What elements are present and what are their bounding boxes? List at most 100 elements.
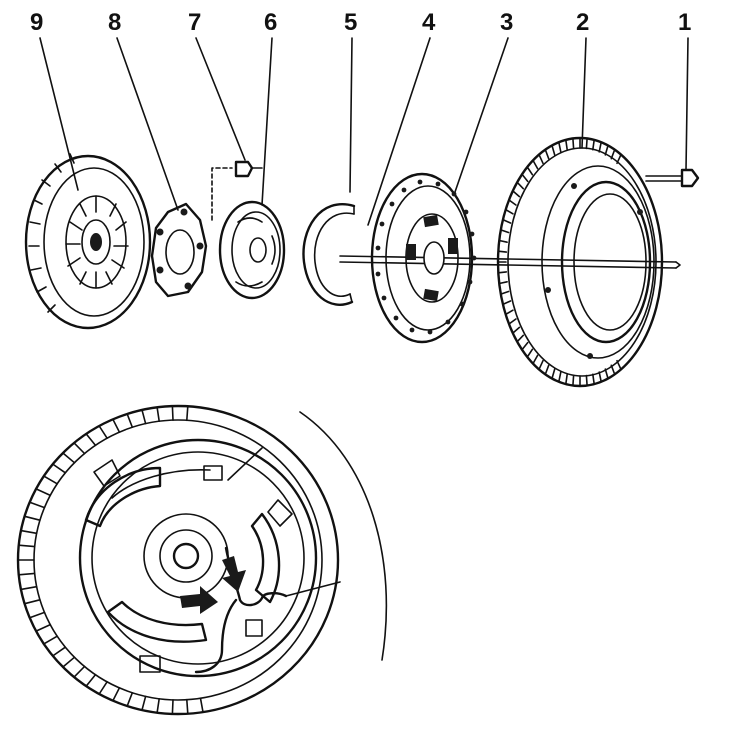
detail-rib: [112, 418, 121, 433]
snap-ring: [302, 203, 356, 306]
leader-9: [39, 37, 79, 191]
detail-rib: [85, 673, 97, 687]
flywheel-tooth: [604, 144, 609, 156]
flywheel-tooth: [564, 139, 569, 151]
detail-rib: [51, 646, 67, 657]
leader-3: [454, 37, 509, 193]
detail-rib: [23, 515, 41, 522]
leader-7: [195, 37, 246, 161]
label-7: 7: [188, 9, 201, 36]
flywheel-tooth: [498, 280, 508, 285]
bolt-1: [645, 168, 700, 188]
leader-4: [367, 37, 431, 226]
flywheel-tooth: [610, 364, 616, 376]
detail-rib: [42, 635, 59, 645]
detail-rib: [156, 697, 160, 714]
flywheel-tooth: [504, 309, 514, 316]
flywheel-tooth: [502, 300, 512, 306]
detail-rib: [85, 433, 97, 447]
label-2: 2: [576, 9, 589, 36]
flywheel-tooth: [598, 371, 603, 383]
detail-rib: [28, 501, 46, 509]
pressure-plate: [24, 153, 152, 330]
flywheel-tooth: [572, 374, 575, 387]
label-1: 1: [678, 9, 691, 36]
detail-rib: [73, 442, 86, 455]
detail-rib: [171, 405, 174, 421]
leader-8: [116, 37, 179, 211]
label-8: 8: [108, 9, 121, 36]
flywheel-tooth: [504, 208, 514, 215]
flywheel-tooth: [598, 141, 603, 153]
flywheel-tooth: [538, 359, 544, 371]
arrow-down-icon: [222, 556, 246, 592]
flywheel-tooth: [497, 250, 508, 253]
detail-rib: [199, 697, 204, 713]
label-9: 9: [30, 9, 43, 36]
flywheel-tooth: [551, 368, 556, 380]
arrow-right-icon: [180, 586, 218, 614]
flywheel-tooth: [516, 334, 525, 343]
label-5: 5: [344, 9, 357, 36]
flywheel-tooth: [616, 359, 622, 371]
detail-rib: [20, 529, 38, 535]
shaft-axis: [339, 255, 681, 269]
detail-rib: [62, 452, 76, 464]
label-3: 3: [500, 9, 513, 36]
flywheel-tooth: [610, 148, 616, 160]
flywheel-tooth: [526, 348, 534, 358]
detail-rib: [51, 463, 67, 474]
detail-view: [16, 404, 388, 716]
label-6: 6: [264, 9, 277, 36]
clutch-disc: [370, 172, 477, 344]
flywheel-tooth: [564, 373, 569, 385]
detail-rib: [186, 405, 189, 422]
detail-rib: [35, 623, 52, 632]
detail-rib: [171, 699, 174, 715]
flywheel-tooth: [551, 144, 556, 156]
flywheel-tooth: [521, 173, 529, 183]
flywheel-tooth: [516, 181, 525, 190]
flywheel-tooth: [508, 318, 517, 325]
flywheel-tooth: [538, 153, 544, 165]
detail-rib: [98, 680, 108, 695]
detail-rib: [156, 406, 160, 423]
flywheel-tooth: [498, 239, 508, 243]
detail-rib: [17, 572, 36, 576]
detail-rib: [98, 425, 108, 440]
label-4: 4: [422, 9, 436, 36]
flywheel-tooth: [572, 137, 575, 150]
detail-rib: [20, 585, 38, 591]
detail-rib: [17, 544, 36, 548]
detail-rib: [35, 488, 52, 497]
flywheel-tooth: [544, 148, 550, 160]
flywheel-tooth: [557, 141, 562, 153]
flywheel-tooth: [557, 371, 562, 383]
flywheel-tooth: [585, 137, 588, 150]
leader-2: [581, 37, 587, 149]
flywheel-tooth: [511, 190, 521, 198]
flywheel-tooth: [521, 341, 529, 351]
flywheel-tooth: [499, 290, 510, 295]
flywheel-tooth: [497, 271, 508, 274]
flywheel-tooth: [585, 374, 588, 387]
bolt-7: [211, 160, 263, 221]
leader-6: [261, 37, 273, 206]
detail-rib: [73, 665, 86, 678]
flywheel-tooth: [511, 326, 521, 334]
detail-rib: [126, 691, 134, 707]
detail-rib: [42, 475, 59, 485]
flywheel-tooth: [532, 159, 539, 170]
flywheel-tooth: [526, 166, 534, 176]
flywheel-tooth: [544, 364, 550, 376]
detail-rib: [141, 695, 147, 711]
leader-5: [349, 37, 353, 193]
flywheel: [496, 136, 664, 388]
flywheel-tooth: [604, 368, 609, 380]
leader-lines: [39, 37, 689, 226]
detail-rib: [141, 409, 147, 425]
spring-plate: [218, 200, 286, 300]
flywheel-tooth: [616, 153, 622, 165]
detail-rib: [62, 656, 76, 668]
